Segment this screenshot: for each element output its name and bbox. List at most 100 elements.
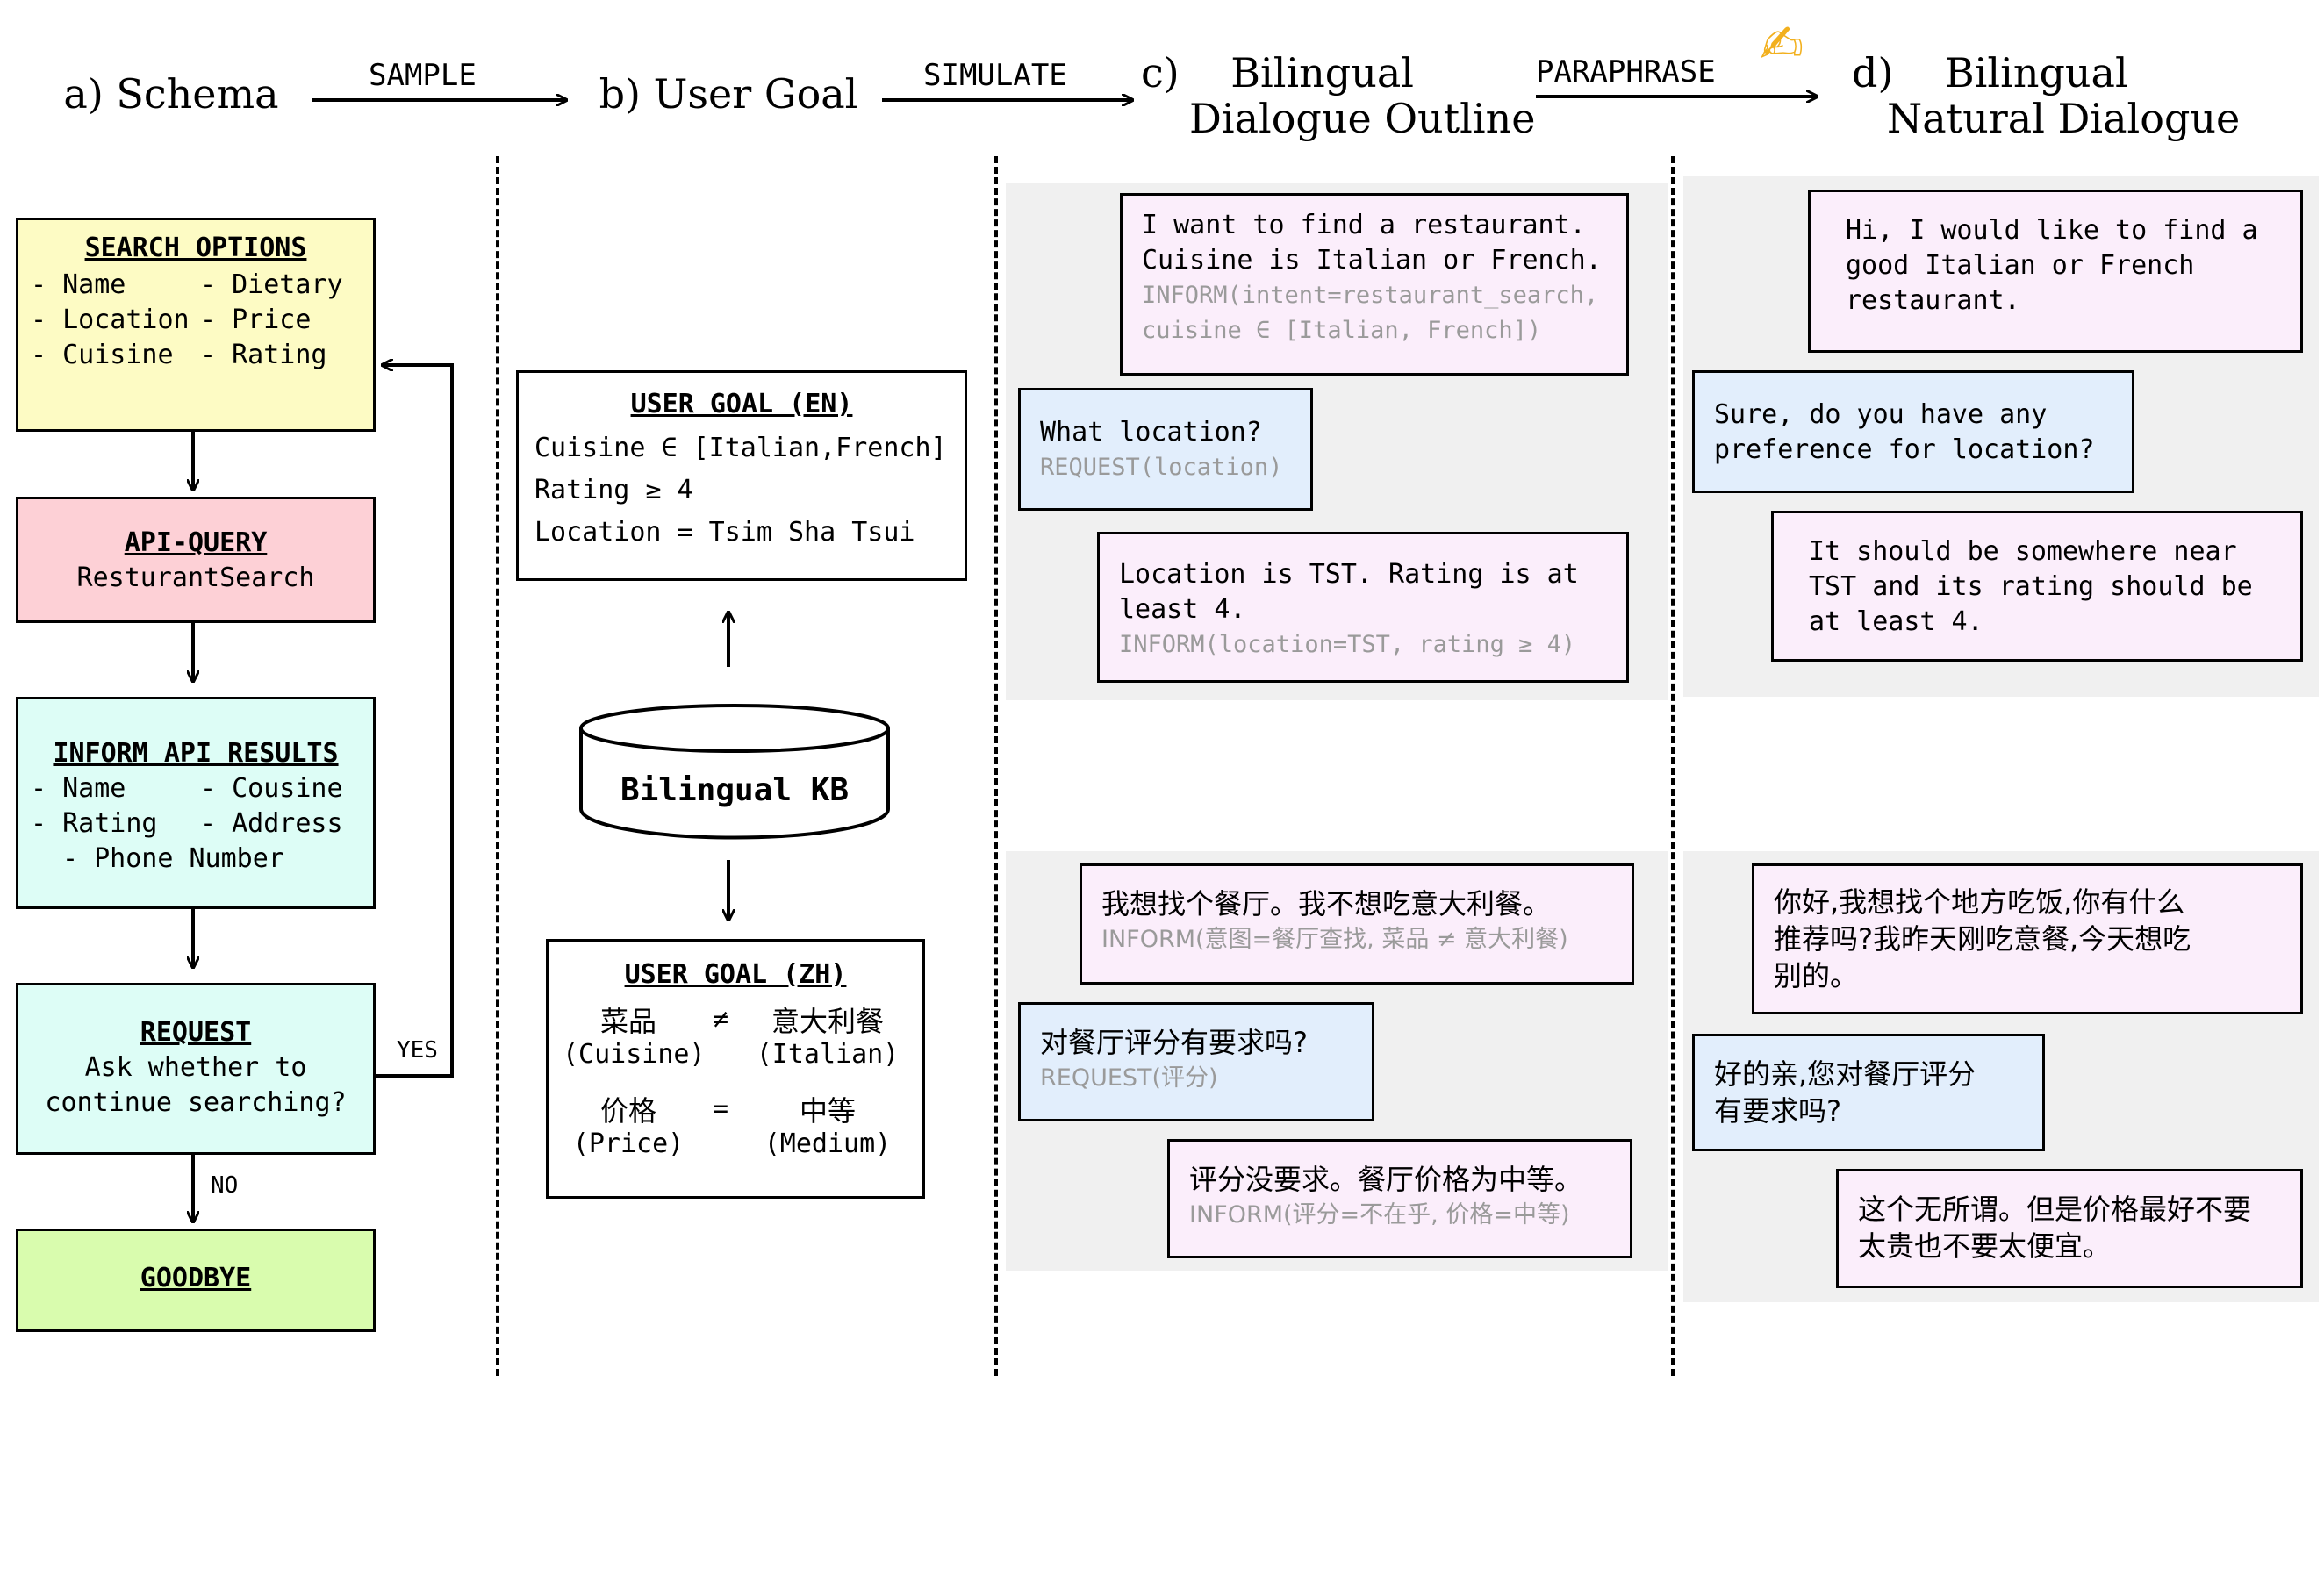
natural-zh-1-line1: 你好,我想找个地方吃饭,你有什么 xyxy=(1774,885,2185,919)
search-options-title: SEARCH OPTIONS xyxy=(84,233,307,263)
zh-cuisine-key: 菜品 xyxy=(599,1005,656,1038)
natural-zh-bubble-3: 这个无所谓。但是价格最好不要 太贵也不要太便宜。 xyxy=(1836,1169,2303,1288)
natural-en-1-line3: restaurant. xyxy=(1846,285,2020,316)
no-label: NO xyxy=(211,1172,239,1199)
header-natural-line2: Natural Dialogue xyxy=(1887,95,2241,142)
natural-zh-bubble-2: 好的亲,您对餐厅评分 有要求吗? xyxy=(1692,1034,2045,1151)
header-outline-line1: c) Bilingual xyxy=(1141,49,1414,97)
goal-en-location: Location = Tsim Sha Tsui xyxy=(534,517,915,548)
outline-en-1-text2: Cuisine is Italian or French. xyxy=(1142,245,1602,276)
inform-results-box: INFORM API RESULTS - Name - Cousine - Ra… xyxy=(16,697,376,909)
zh-price-value: 中等 xyxy=(799,1094,856,1128)
kb-cylinder-top xyxy=(579,704,890,753)
option-dietary: - Dietary xyxy=(200,269,343,300)
result-phone: - Phone Number xyxy=(62,843,284,874)
outline-en-bubble-3: Location is TST. Rating is at least 4. I… xyxy=(1097,532,1629,683)
option-cuisine: - Cuisine xyxy=(31,340,174,370)
option-location: - Location xyxy=(31,304,190,335)
natural-en-3-line2: TST and its rating should be xyxy=(1809,571,2253,602)
goal-en-cuisine: Cuisine ∈ [Italian,French] xyxy=(534,433,947,463)
request-title: REQUEST xyxy=(140,1017,252,1048)
outline-zh-1-annotation1: INFORM(意图=餐厅查找, 菜品 ≠ 意大利餐) xyxy=(1101,926,1568,953)
search-options-box: SEARCH OPTIONS - Name - Dietary - Locati… xyxy=(16,218,376,432)
zh-cuisine-value-en: (Italian) xyxy=(756,1039,900,1070)
outline-en-2-annotation1: REQUEST(location) xyxy=(1040,454,1283,481)
outline-zh-bubble-2: 对餐厅评分有要求吗? REQUEST(评分) xyxy=(1018,1002,1374,1121)
natural-zh-3-line2: 太贵也不要太便宜。 xyxy=(1858,1229,2112,1263)
kb-label: Bilingual KB xyxy=(620,772,850,808)
api-query-title: API-QUERY xyxy=(124,527,268,558)
natural-en-3-line3: at least 4. xyxy=(1809,606,1983,637)
goodbye-title: GOODBYE xyxy=(140,1263,252,1293)
goodbye-box: GOODBYE xyxy=(16,1229,376,1332)
zh-cuisine-value: 意大利餐 xyxy=(771,1005,884,1038)
outline-en-3-text2: least 4. xyxy=(1119,594,1246,625)
writing-hand-icon: ✍ xyxy=(1760,14,1804,75)
user-goal-en-box: USER GOAL (EN) Cuisine ∈ [Italian,French… xyxy=(516,370,967,581)
request-box: REQUEST Ask whether to continue searchin… xyxy=(16,983,376,1155)
separator-1 xyxy=(496,156,499,1376)
natural-en-2-line2: preference for location? xyxy=(1714,434,2095,465)
outline-en-bubble-1: I want to find a restaurant. Cuisine is … xyxy=(1120,193,1629,376)
outline-zh-3-annotation1: INFORM(评分=不在乎, 价格=中等) xyxy=(1189,1201,1570,1229)
user-goal-en-title: USER GOAL (EN) xyxy=(630,389,853,419)
natural-zh-1-line3: 别的。 xyxy=(1774,959,1859,992)
natural-en-bubble-1: Hi, I would like to find a good Italian … xyxy=(1808,190,2303,353)
kb-cylinder-body xyxy=(579,728,890,840)
result-address: - Address xyxy=(200,808,343,839)
natural-en-1-line1: Hi, I would like to find a xyxy=(1846,215,2258,246)
zh-price-op: = xyxy=(712,1093,729,1124)
natural-zh-3-line1: 这个无所谓。但是价格最好不要 xyxy=(1858,1193,2252,1226)
user-goal-zh-box: USER GOAL (ZH) 菜品(Cuisine) ≠ 意大利餐(Italia… xyxy=(546,939,925,1199)
request-line2: continue searching? xyxy=(45,1087,347,1118)
natural-zh-2-line1: 好的亲,您对餐厅评分 xyxy=(1714,1057,1976,1091)
request-line1: Ask whether to xyxy=(84,1052,307,1083)
outline-zh-3-text1: 评分没要求。餐厅价格为中等。 xyxy=(1189,1163,1583,1196)
result-cousine: - Cousine xyxy=(200,773,343,804)
header-outline-line2: Dialogue Outline xyxy=(1189,95,1536,142)
outline-zh-bubble-1: 我想找个餐厅。我不想吃意大利餐。 INFORM(意图=餐厅查找, 菜品 ≠ 意大… xyxy=(1080,863,1634,985)
outline-zh-bubble-3: 评分没要求。餐厅价格为中等。 INFORM(评分=不在乎, 价格=中等) xyxy=(1167,1139,1632,1258)
natural-zh-bubble-1: 你好,我想找个地方吃饭,你有什么 推荐吗?我昨天刚吃意餐,今天想吃 别的。 xyxy=(1752,863,2303,1014)
zh-price-value-en: (Medium) xyxy=(764,1128,892,1159)
natural-en-2-line1: Sure, do you have any xyxy=(1714,399,2048,430)
natural-zh-2-line2: 有要求吗? xyxy=(1714,1094,1841,1128)
separator-2 xyxy=(994,156,998,1376)
option-price: - Price xyxy=(200,304,312,335)
sample-label: SAMPLE xyxy=(369,58,477,93)
header-natural-line1: d) Bilingual xyxy=(1852,49,2128,97)
goal-en-rating: Rating ≥ 4 xyxy=(534,475,693,505)
zh-cuisine-op: ≠ xyxy=(712,1004,729,1035)
api-query-box: API-QUERY ResturantSearch xyxy=(16,497,376,623)
zh-price-key-en: (Price) xyxy=(572,1128,685,1159)
api-query-text: ResturantSearch xyxy=(76,562,315,593)
result-name: - Name xyxy=(31,773,126,804)
result-rating: - Rating xyxy=(31,808,158,839)
natural-en-3-line1: It should be somewhere near xyxy=(1809,536,2237,567)
yes-label: YES xyxy=(397,1037,438,1064)
header-user-goal: b) User Goal xyxy=(599,70,858,118)
paraphrase-label: PARAPHRASE xyxy=(1536,54,1716,90)
outline-en-1-annotation2: cuisine ∈ [Italian, French]) xyxy=(1142,317,1542,344)
outline-en-bubble-2: What location? REQUEST(location) xyxy=(1018,388,1313,511)
outline-zh-1-text1: 我想找个餐厅。我不想吃意大利餐。 xyxy=(1101,887,1552,921)
outline-en-1-text1: I want to find a restaurant. xyxy=(1142,210,1586,240)
outline-en-3-annotation1: INFORM(location=TST, rating ≥ 4) xyxy=(1119,631,1576,658)
outline-zh-2-annotation1: REQUEST(评分) xyxy=(1040,1064,1218,1092)
separator-3 xyxy=(1671,156,1675,1376)
outline-zh-2-text1: 对餐厅评分有要求吗? xyxy=(1040,1026,1308,1059)
outline-en-2-text1: What location? xyxy=(1040,417,1262,448)
inform-results-title: INFORM API RESULTS xyxy=(53,738,339,769)
outline-en-3-text1: Location is TST. Rating is at xyxy=(1119,559,1579,590)
yes-loop-arrow xyxy=(376,365,454,1078)
natural-en-1-line2: good Italian or French xyxy=(1846,250,2195,281)
user-goal-zh-title: USER GOAL (ZH) xyxy=(624,959,847,990)
zh-cuisine-key-en: (Cuisine) xyxy=(563,1039,706,1070)
header-schema: a) Schema xyxy=(63,70,279,118)
outline-en-1-annotation1: INFORM(intent=restaurant_search, xyxy=(1142,282,1599,309)
simulate-label: SIMULATE xyxy=(923,58,1067,93)
option-rating: - Rating xyxy=(200,340,327,370)
zh-price-key: 价格 xyxy=(599,1094,656,1128)
natural-en-bubble-3: It should be somewhere near TST and its … xyxy=(1771,511,2303,662)
